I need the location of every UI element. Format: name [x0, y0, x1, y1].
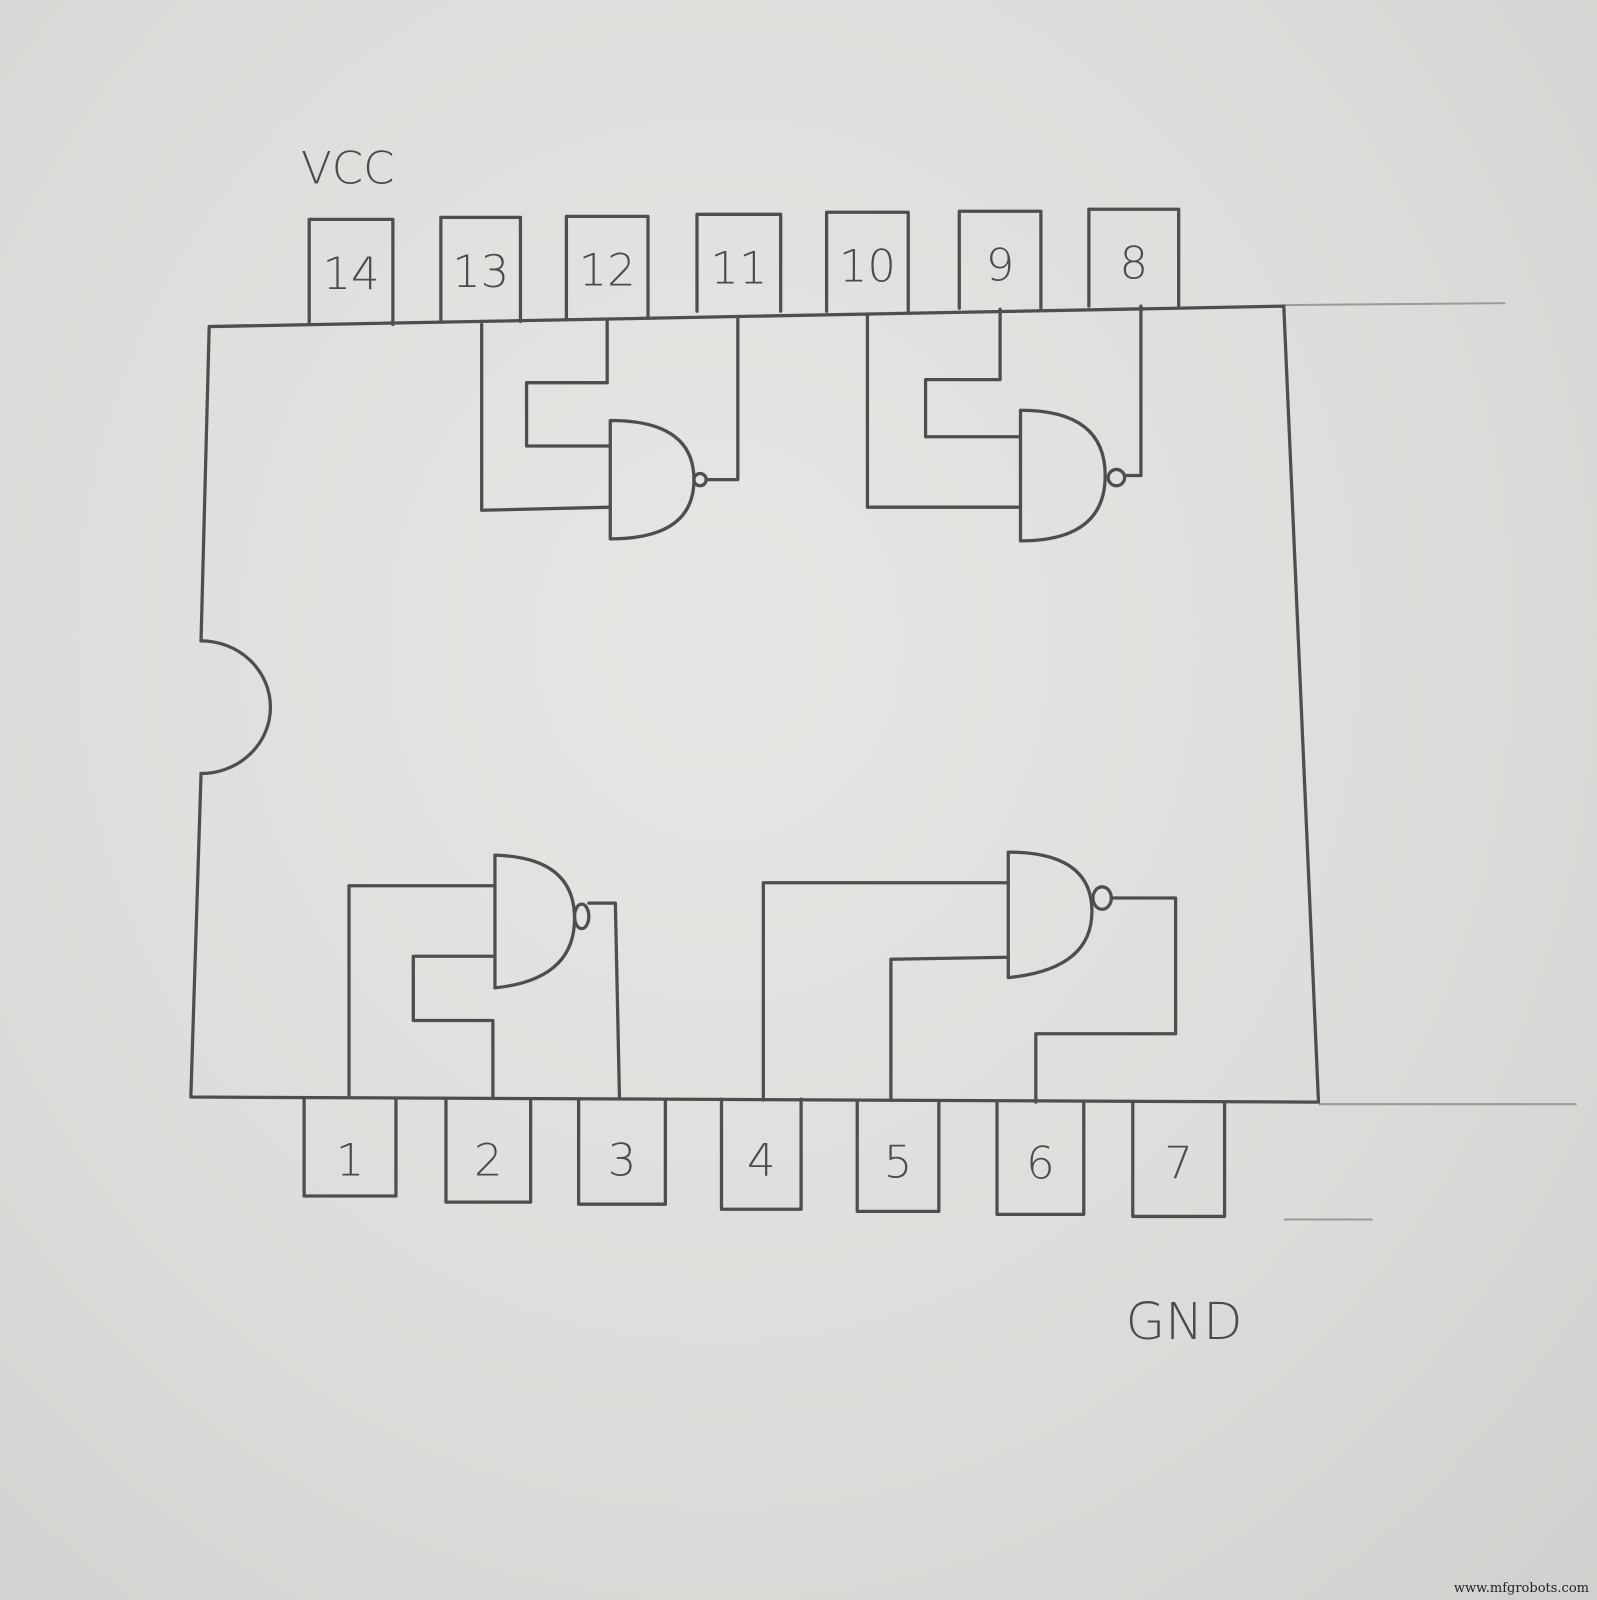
- pin-number: 3: [608, 1134, 637, 1187]
- pin-2: 2: [444, 1097, 533, 1204]
- guide-line: [1283, 302, 1506, 307]
- wire: [411, 954, 497, 1099]
- pin-box: [564, 214, 650, 321]
- wire: [1122, 304, 1143, 478]
- pin-number: 14: [322, 247, 379, 300]
- pin-box: [302, 1097, 398, 1198]
- pin-9: 9: [957, 209, 1043, 310]
- pin-13: 13: [439, 215, 523, 324]
- pin-1: 1: [302, 1097, 398, 1198]
- pin-10: 10: [824, 210, 910, 313]
- pin-number: 13: [452, 245, 509, 298]
- pin-box: [824, 210, 910, 313]
- nand-gate-top-right: [865, 304, 1143, 543]
- pin-number: 4: [747, 1134, 776, 1187]
- pin-11: 11: [695, 212, 783, 313]
- gnd-label: GND: [1126, 1293, 1243, 1352]
- pin-box: [444, 1097, 533, 1204]
- pin-number: 2: [474, 1134, 503, 1187]
- vcc-label: VCC: [301, 142, 394, 195]
- pin-12: 12: [564, 214, 650, 321]
- pin-number: 12: [579, 244, 636, 297]
- wire: [524, 319, 612, 448]
- wire: [865, 312, 1023, 509]
- bottom-pin-row: 1 2 3 4 5 6 7: [302, 1097, 1227, 1219]
- pin-number: 6: [1026, 1137, 1055, 1190]
- pin-box: [695, 212, 783, 313]
- pin-number: 7: [1164, 1137, 1193, 1190]
- pin-number: 10: [839, 240, 896, 293]
- wire: [923, 307, 1023, 439]
- wire: [1034, 896, 1178, 1104]
- ic-body: [189, 304, 1321, 1104]
- pin-number: 11: [710, 242, 767, 295]
- pin-box: [1087, 207, 1181, 308]
- wire: [347, 884, 497, 1099]
- top-pin-row: 14 13 12 11 10 9 8: [307, 207, 1181, 327]
- pin-number: 5: [884, 1136, 913, 1189]
- pin-box: [439, 215, 523, 324]
- pin-box: [995, 1100, 1086, 1217]
- pin-box: [719, 1097, 803, 1211]
- nand-gate-top-left: [480, 317, 740, 541]
- pin-6: 6: [995, 1100, 1086, 1217]
- pin-box: [1131, 1100, 1227, 1219]
- pin-box: [576, 1097, 667, 1206]
- pin-3: 3: [576, 1097, 667, 1206]
- wire: [587, 901, 622, 1099]
- pin-number: 8: [1119, 237, 1148, 290]
- pin-14: 14: [307, 217, 395, 327]
- nand-gate-bottom-right: [761, 850, 1178, 1104]
- pin-box: [957, 209, 1043, 310]
- nand-gate-bottom-left: [347, 853, 622, 1099]
- pin-box: [307, 217, 395, 327]
- pin-number: 1: [336, 1134, 365, 1187]
- pin-7: 7: [1131, 1100, 1227, 1219]
- pin-box: [855, 1099, 941, 1213]
- ic-notch: [199, 639, 273, 776]
- pin-5: 5: [855, 1099, 941, 1213]
- watermark: www.mfgrobots.com: [1453, 1581, 1589, 1596]
- wire: [480, 322, 612, 512]
- pin-4: 4: [719, 1097, 803, 1211]
- wire: [704, 317, 740, 482]
- wire: [889, 955, 1010, 1102]
- pin-8: 8: [1087, 207, 1181, 308]
- pin-number: 9: [986, 239, 1015, 292]
- wire: [761, 881, 1010, 1102]
